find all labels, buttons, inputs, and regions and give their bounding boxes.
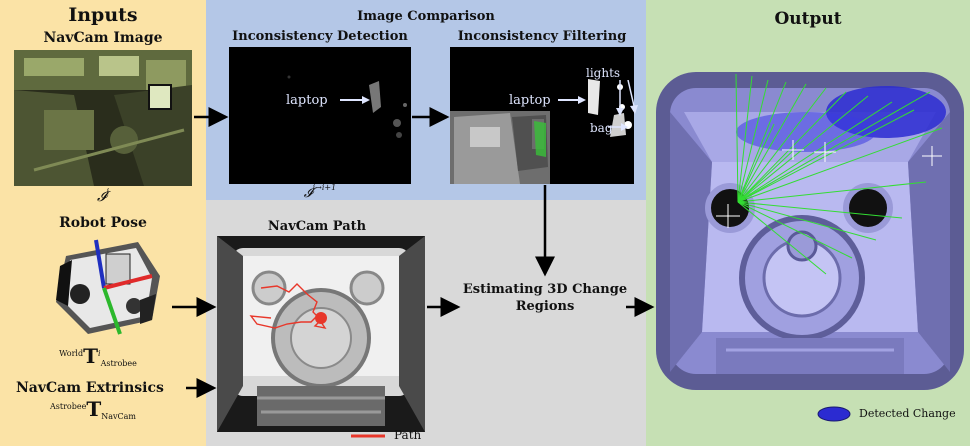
image-comparison-title: Image Comparison <box>357 9 495 24</box>
bag-pointer-arrow <box>608 123 628 131</box>
navcam-path-title: NavCam Path <box>267 219 367 234</box>
bag-label: bag <box>590 121 613 135</box>
inconsistency-detection-label: Inconsistency Detection <box>232 29 408 44</box>
inconsistency-filtering-image <box>450 47 634 184</box>
navcam-path-image <box>217 236 425 432</box>
laptop-label-filtering: laptop <box>509 93 551 108</box>
detected-change-legend-label: Detected Change <box>859 407 956 420</box>
lights-label: lights <box>586 66 621 80</box>
pose-transform: WorldTiAstrobee <box>59 344 137 368</box>
difference-symbol: 𝓘i→i+1 <box>303 183 337 201</box>
navcam-image <box>14 50 192 186</box>
inconsistency-filtering-label: Inconsistency Filtering <box>457 29 627 44</box>
inputs-title: Inputs <box>68 4 138 26</box>
extrinsics-transform: AstrobeeTNavCam <box>50 397 136 421</box>
laptop-pointer-arrow-1 <box>340 96 370 104</box>
estimating-step-line1: Estimating 3D Change <box>462 282 628 297</box>
path-legend-label: Path <box>394 428 422 442</box>
navcam-image-label: NavCam Image <box>43 30 163 46</box>
image-symbol: 𝓘i <box>96 187 110 205</box>
lights-pointer-arrows <box>616 80 638 116</box>
path-legend-swatch <box>351 434 385 438</box>
navcam-extrinsics-label: NavCam Extrinsics <box>16 380 164 396</box>
estimating-step-line2: Regions <box>515 299 575 314</box>
laptop-label-detection: laptop <box>286 93 328 108</box>
inconsistency-detection-image <box>229 47 411 184</box>
robot-pose-label: Robot Pose <box>59 215 147 231</box>
laptop-pointer-arrow-2 <box>558 96 586 104</box>
detected-change-legend-swatch <box>817 406 851 422</box>
output-3d-render <box>656 72 964 390</box>
output-title: Output <box>774 9 842 29</box>
robot-pose-image <box>48 236 166 338</box>
